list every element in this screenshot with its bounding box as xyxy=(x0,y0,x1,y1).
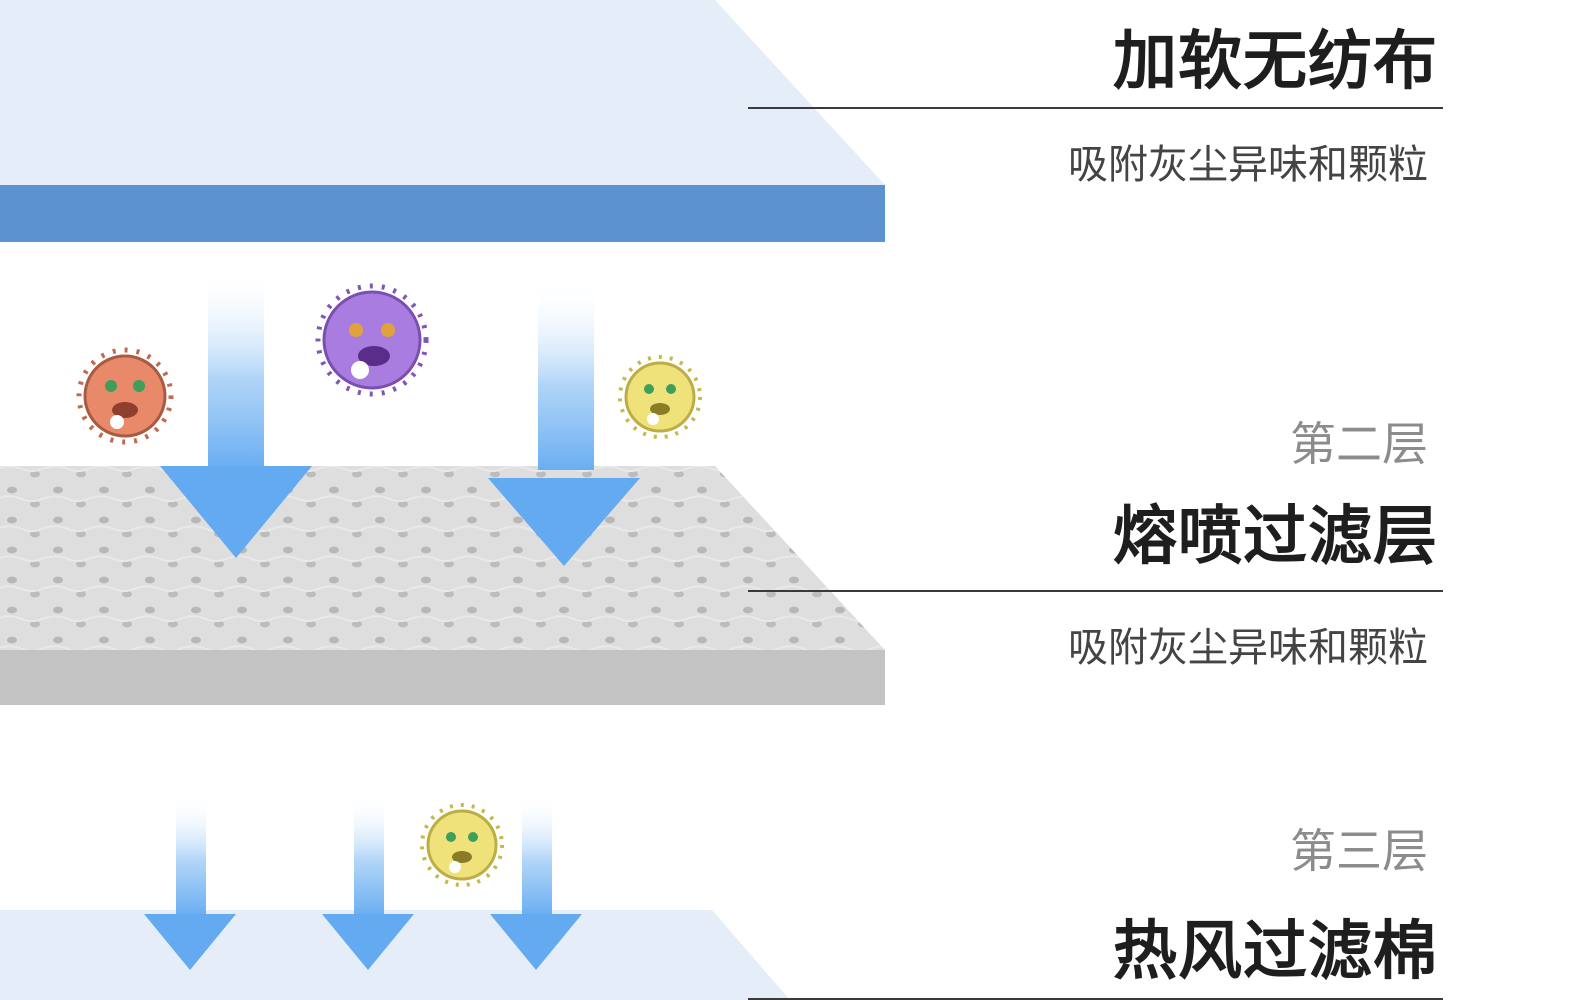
arrow-down-icon xyxy=(160,466,312,558)
layer-1-nonwoven xyxy=(0,0,885,242)
layer-1-description: 吸附灰尘异味和颗粒 xyxy=(1068,142,1428,188)
layer-2-top-surface xyxy=(0,466,885,650)
layer-3-title: 热风过滤棉 xyxy=(1113,915,1438,989)
airflow-arrow xyxy=(322,795,414,970)
layer-1-divider xyxy=(748,107,1443,109)
airflow-arrow xyxy=(160,268,312,558)
germ-icon xyxy=(315,283,429,397)
layer-1-top-surface xyxy=(0,0,885,185)
germ-icon xyxy=(420,803,504,887)
layer-2-description: 吸附灰尘异味和颗粒 xyxy=(1068,625,1428,671)
arrow-down-icon xyxy=(322,914,414,970)
airflow-arrow xyxy=(488,280,640,566)
layer-3-label: 第三层 xyxy=(1290,824,1428,878)
germ-icon xyxy=(618,355,702,439)
arrow-down-icon xyxy=(488,478,640,566)
airflow-arrow xyxy=(490,795,582,970)
layer-2-label: 第二层 xyxy=(1290,417,1428,471)
layer-2-meltblown xyxy=(0,466,885,705)
arrow-down-icon xyxy=(144,914,236,970)
layer-1-title: 加软无纺布 xyxy=(1113,25,1438,99)
airflow-arrow xyxy=(144,795,236,970)
germ-icon xyxy=(76,347,174,445)
layer-2-edge xyxy=(0,650,885,705)
arrow-down-icon xyxy=(490,914,582,970)
layer-3-divider xyxy=(748,998,1443,1000)
layer-1-edge xyxy=(0,185,885,242)
layer-2-title: 熔喷过滤层 xyxy=(1113,500,1438,574)
layer-2-divider xyxy=(748,590,1443,592)
